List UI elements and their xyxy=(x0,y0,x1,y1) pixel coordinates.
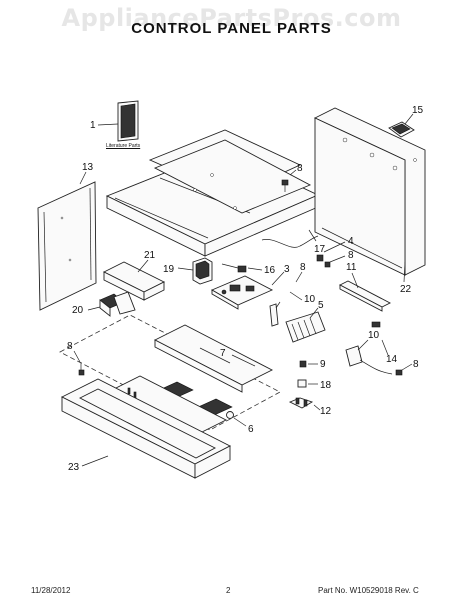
callout-10-a: 10 xyxy=(304,294,316,305)
callout-22: 22 xyxy=(400,284,412,295)
part-16-connector xyxy=(221,263,247,273)
callout-11: 11 xyxy=(346,262,357,273)
footer-date: 11/28/2012 xyxy=(31,586,71,595)
part-3-control-board xyxy=(210,275,274,310)
part-1-literature xyxy=(117,100,139,142)
callout-6: 6 xyxy=(248,424,254,435)
callout-5: 5 xyxy=(318,300,324,311)
part-9-screw xyxy=(299,360,307,368)
part-8-screw-upper xyxy=(281,179,289,192)
part-21-mount xyxy=(102,261,166,301)
part-8-screw-right xyxy=(395,369,403,376)
callout-9: 9 xyxy=(320,359,326,370)
callout-21: 21 xyxy=(144,250,156,261)
callout-14: 14 xyxy=(386,354,398,365)
callout-12: 12 xyxy=(320,406,332,417)
part-14-wire-harness xyxy=(359,321,393,375)
part-23-frame xyxy=(60,378,231,479)
callout-1: 1 xyxy=(90,120,96,131)
part-11-rail xyxy=(339,280,391,312)
subassembly-frame xyxy=(59,314,281,431)
watermark: AppliancePartsPros.com xyxy=(61,4,402,32)
callout-20: 20 xyxy=(72,305,84,316)
footer-part-number: Part No. W10529018 Rev. C xyxy=(318,586,419,595)
part-6-knob xyxy=(226,411,234,419)
literature-parts-label: Literature Parts xyxy=(106,143,141,149)
callout-16: 16 xyxy=(264,265,276,276)
part-5-blower xyxy=(285,311,326,343)
part-22-side-panel xyxy=(313,107,426,276)
part-8-screw-left xyxy=(78,362,85,376)
part-10-bracket-lower xyxy=(345,345,363,367)
footer-page: 2 xyxy=(226,586,231,595)
callout-4: 4 xyxy=(348,236,354,247)
callout-3: 3 xyxy=(284,264,290,275)
part-10-bracket-upper xyxy=(269,303,279,327)
callout-19: 19 xyxy=(163,264,175,275)
part-7-trim xyxy=(154,324,273,393)
part-19-relay xyxy=(192,257,213,285)
callout-8-c: 8 xyxy=(300,262,306,273)
callout-17: 17 xyxy=(314,244,326,255)
callout-8-e: 8 xyxy=(67,341,73,352)
callout-8-a: 8 xyxy=(297,163,303,174)
callout-10-b: 10 xyxy=(368,330,380,341)
callout-8-b: 8 xyxy=(348,250,354,261)
part-13-rear-panel xyxy=(37,181,97,311)
callout-23: 23 xyxy=(68,462,80,473)
callout-15: 15 xyxy=(412,105,424,116)
callout-7: 7 xyxy=(220,348,226,359)
page-title: CONTROL PANEL PARTS xyxy=(131,20,332,37)
part-4-clip xyxy=(316,254,331,268)
callout-18: 18 xyxy=(320,380,332,391)
part-12-switch xyxy=(288,397,314,409)
part-20-transformer xyxy=(99,291,136,317)
part-18-nut xyxy=(297,379,307,388)
control-panel-chassis xyxy=(105,129,320,257)
callout-13: 13 xyxy=(82,162,94,173)
callout-8-d: 8 xyxy=(413,359,419,370)
part-15-bracket xyxy=(388,121,415,138)
